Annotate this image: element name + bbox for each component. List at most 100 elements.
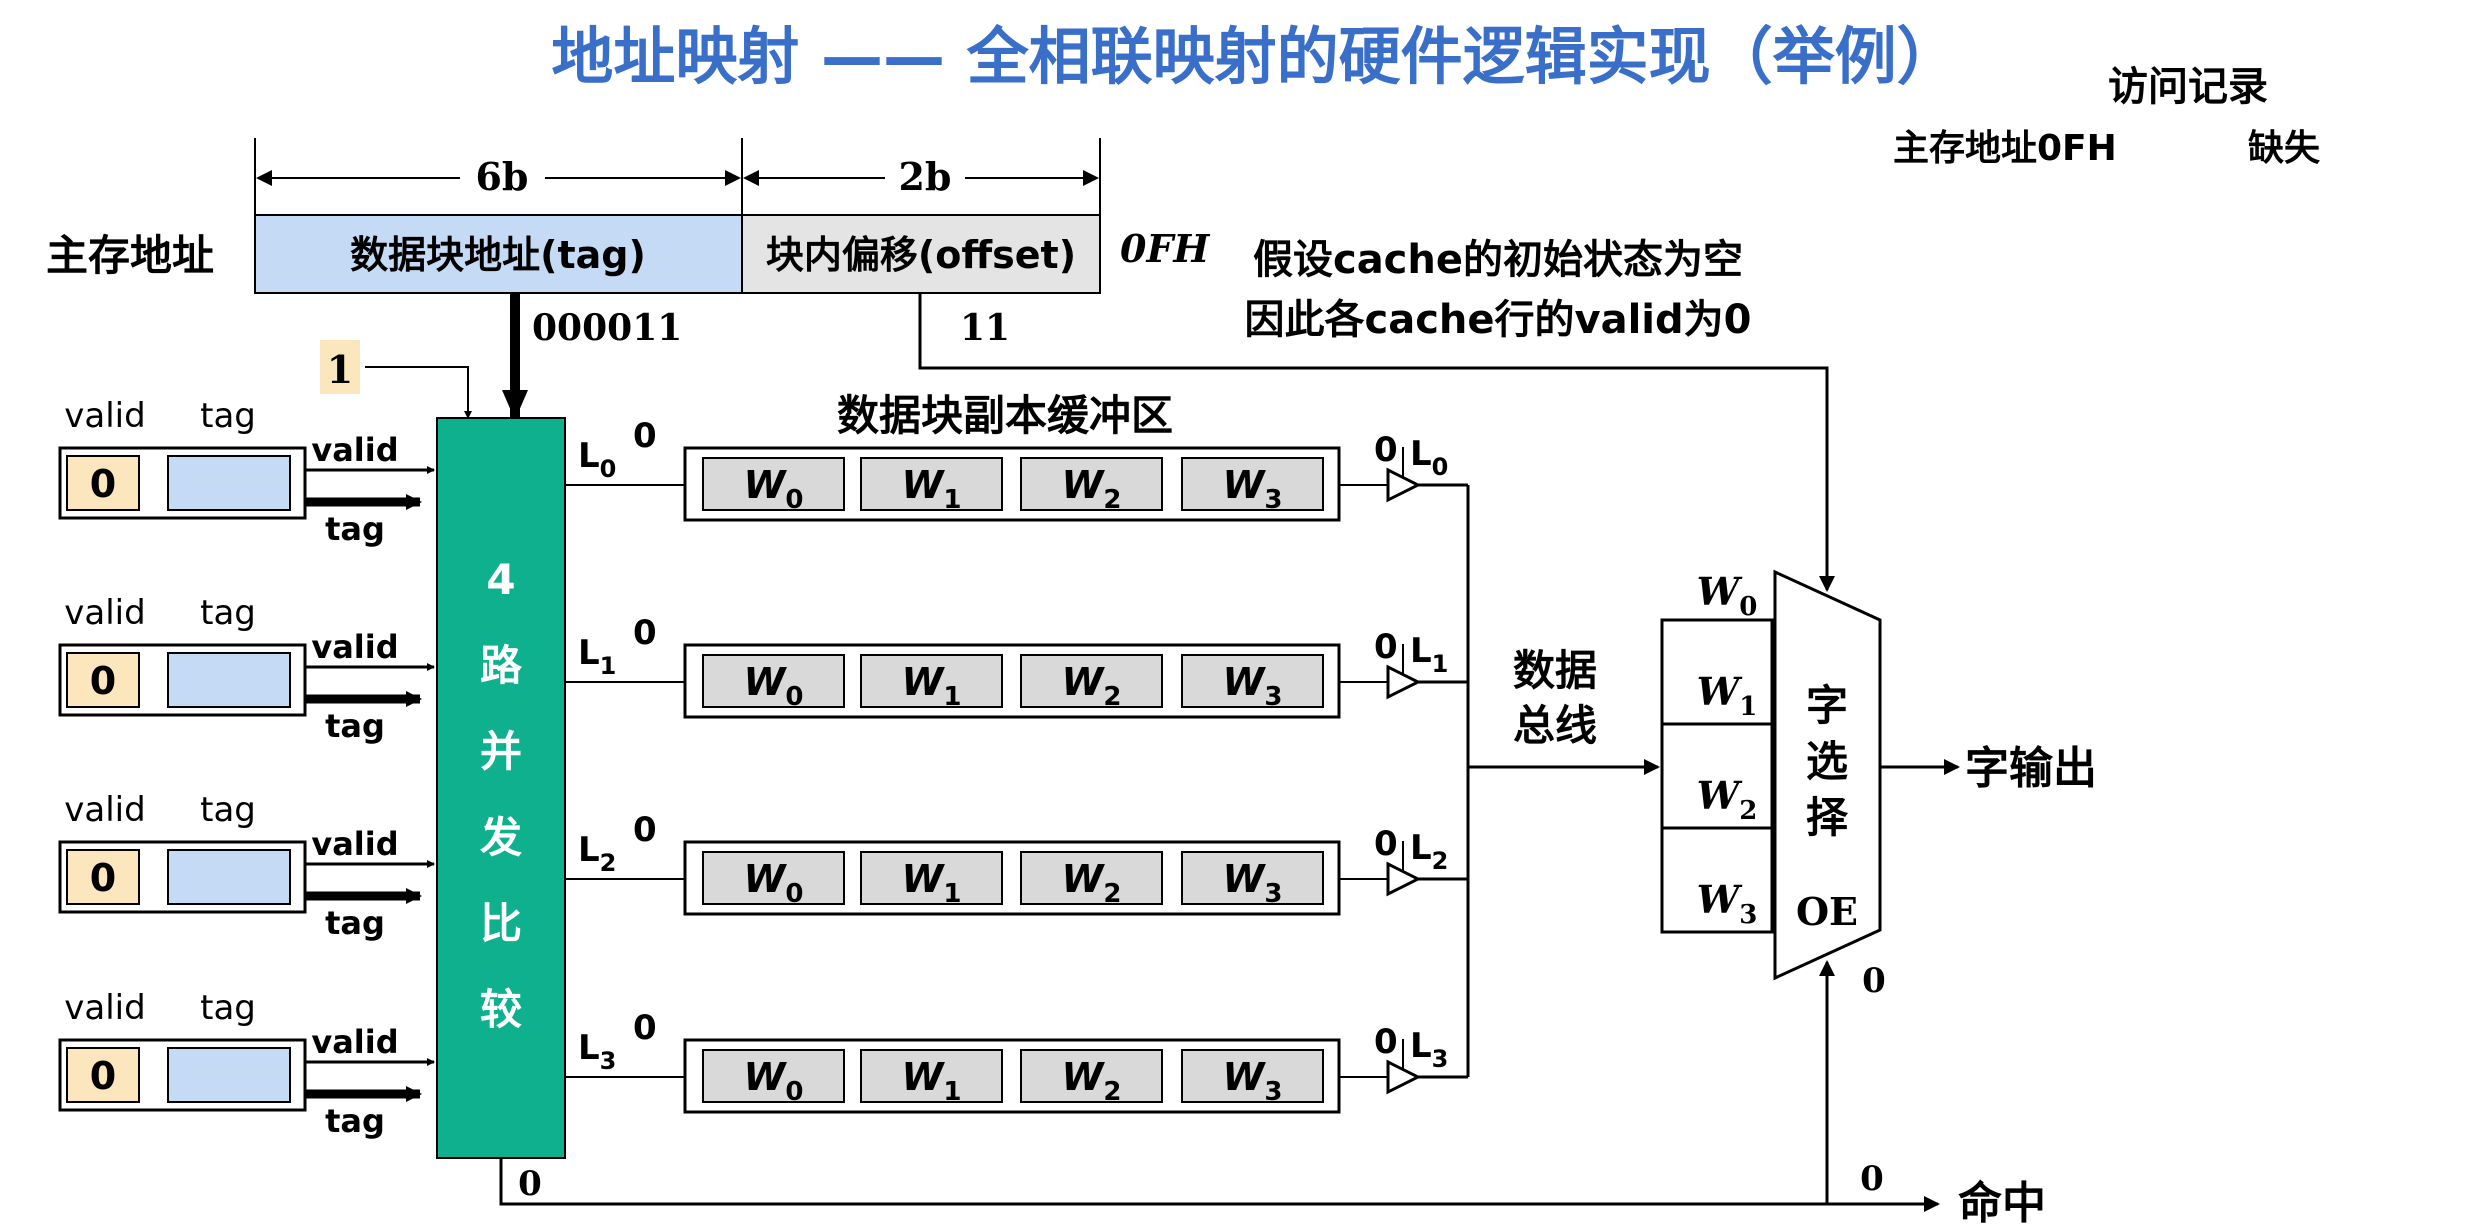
compare-output-value: 0	[633, 613, 657, 653]
tag-width-label: 6b	[475, 154, 528, 199]
page-title: 地址映射 —— 全相联映射的硬件逻辑实现（举例）	[551, 20, 1958, 93]
word-cell-3	[1181, 457, 1324, 511]
comparator-char: 较	[480, 985, 522, 1034]
word-label-2: W2	[1061, 857, 1121, 909]
tag-arrow-label: tag	[325, 1102, 385, 1140]
word-label-1: W1	[901, 463, 961, 515]
comparator-char: 发	[480, 813, 522, 862]
tristate-gate	[1386, 1059, 1422, 1095]
enable-signal-arrow	[365, 366, 472, 419]
valid-header: valid	[64, 790, 145, 830]
word-cell-2	[1020, 457, 1163, 511]
gate-output-value: 0	[1374, 627, 1398, 667]
word-cell-3	[1181, 851, 1324, 905]
gate-line-label: L2	[1410, 828, 1448, 875]
word-label-2: W2	[1061, 660, 1121, 712]
tag-header: tag	[200, 593, 256, 633]
gate-line-label: L1	[1410, 631, 1448, 678]
data-bus-label-2: 总线	[1513, 701, 1597, 750]
tristate-gate	[1386, 664, 1422, 700]
valid-bit-box	[66, 455, 140, 511]
valid-header: valid	[64, 396, 145, 436]
word-label-3: W3	[1222, 463, 1282, 515]
word-label-0: W0	[743, 660, 803, 712]
comparator-char: 路	[480, 641, 523, 690]
valid-header: valid	[64, 988, 145, 1028]
hit-line	[499, 1158, 1940, 1212]
main-address-register: 6b 2b 主存地址 数据块地址(tag) 块内偏移(offset) 0FH	[46, 138, 1210, 294]
word-cell-0	[702, 1049, 845, 1103]
offset-field	[741, 214, 1101, 294]
valid-bit-value: 0	[90, 462, 116, 506]
word-label-1: W1	[901, 1055, 961, 1107]
valid-bit-value: 0	[90, 1054, 116, 1098]
word-cell-1	[860, 1049, 1003, 1103]
tag-field-label: 数据块地址(tag)	[350, 233, 646, 277]
valid-bit-box	[66, 849, 140, 905]
address-value: 0FH	[1120, 226, 1210, 271]
word-label-2: W2	[1061, 1055, 1121, 1107]
valid-arrow-label: valid	[311, 628, 398, 666]
word-select-char: 择	[1806, 793, 1849, 842]
access-log-heading: 访问记录	[2108, 64, 2268, 110]
word-cell-1	[860, 851, 1003, 905]
line-label: L1	[578, 633, 616, 680]
valid-arrow-label: valid	[311, 825, 398, 863]
word-label-1: W1	[901, 857, 961, 909]
tristate-gate	[1386, 467, 1422, 503]
valid-arrow-label: valid	[311, 431, 398, 469]
offset-line	[918, 293, 1835, 592]
tag-header: tag	[200, 988, 256, 1028]
tag-bits-value: 000011	[532, 307, 682, 349]
valid-bit-box	[66, 652, 140, 708]
word-select-mux	[1773, 569, 1882, 981]
word-cell-2	[1020, 1049, 1163, 1103]
gate-output-value: 0	[1374, 824, 1398, 864]
tag-arrow-label: tag	[325, 904, 385, 942]
select-input-w1: W1	[1697, 669, 1758, 722]
word-cell-2	[1020, 851, 1163, 905]
buffer-title: 数据块副本缓冲区	[837, 391, 1173, 440]
offset-bits-value: 11	[960, 307, 1010, 349]
word-select-inputs: W0 W1 W2 W3	[1660, 569, 1774, 934]
oe-value: 0	[1862, 961, 1886, 1001]
note-line-2: 因此各cache行的valid为0	[1245, 297, 1752, 343]
tag-value-box	[167, 455, 291, 511]
valid-bit-value: 0	[90, 659, 116, 703]
valid-arrow-label: valid	[311, 1023, 398, 1061]
note-line-1: 假设cache的初始状态为空	[1253, 237, 1743, 283]
tag-value-box	[167, 849, 291, 905]
gate-output-value: 0	[1374, 1022, 1398, 1062]
word-cell-0	[702, 457, 845, 511]
gate-line-label: L0	[1410, 434, 1448, 481]
comparator-char: 4	[486, 555, 515, 604]
valid-header: valid	[64, 593, 145, 633]
compare-hit-value: 0	[518, 1164, 542, 1204]
line-label: L3	[578, 1028, 616, 1075]
valid-bit-value: 0	[90, 856, 116, 900]
tag-field	[254, 214, 743, 294]
word-label-0: W0	[743, 1055, 803, 1107]
word-cell-0	[702, 851, 845, 905]
main-address-label: 主存地址	[46, 231, 214, 280]
word-label-1: W1	[901, 660, 961, 712]
word-select-char: 选	[1806, 737, 1848, 786]
tag-value-box	[167, 652, 291, 708]
access-log-address: 主存地址0FH	[1893, 128, 2117, 169]
word-cell-2	[1020, 654, 1163, 708]
word-cell-3	[1181, 654, 1324, 708]
enable-signal-value: 1	[327, 347, 353, 392]
offset-field-label: 块内偏移(offset)	[766, 233, 1076, 277]
tag-header: tag	[200, 396, 256, 436]
valid-bit-box	[66, 1047, 140, 1103]
word-label-2: W2	[1061, 463, 1121, 515]
hit-value: 0	[1860, 1159, 1884, 1199]
four-way-comparator	[436, 417, 566, 1159]
line-label: L0	[578, 436, 616, 483]
hit-label: 命中	[1958, 1178, 2046, 1227]
word-select-char: 字	[1806, 681, 1848, 730]
word-label-3: W3	[1222, 660, 1282, 712]
